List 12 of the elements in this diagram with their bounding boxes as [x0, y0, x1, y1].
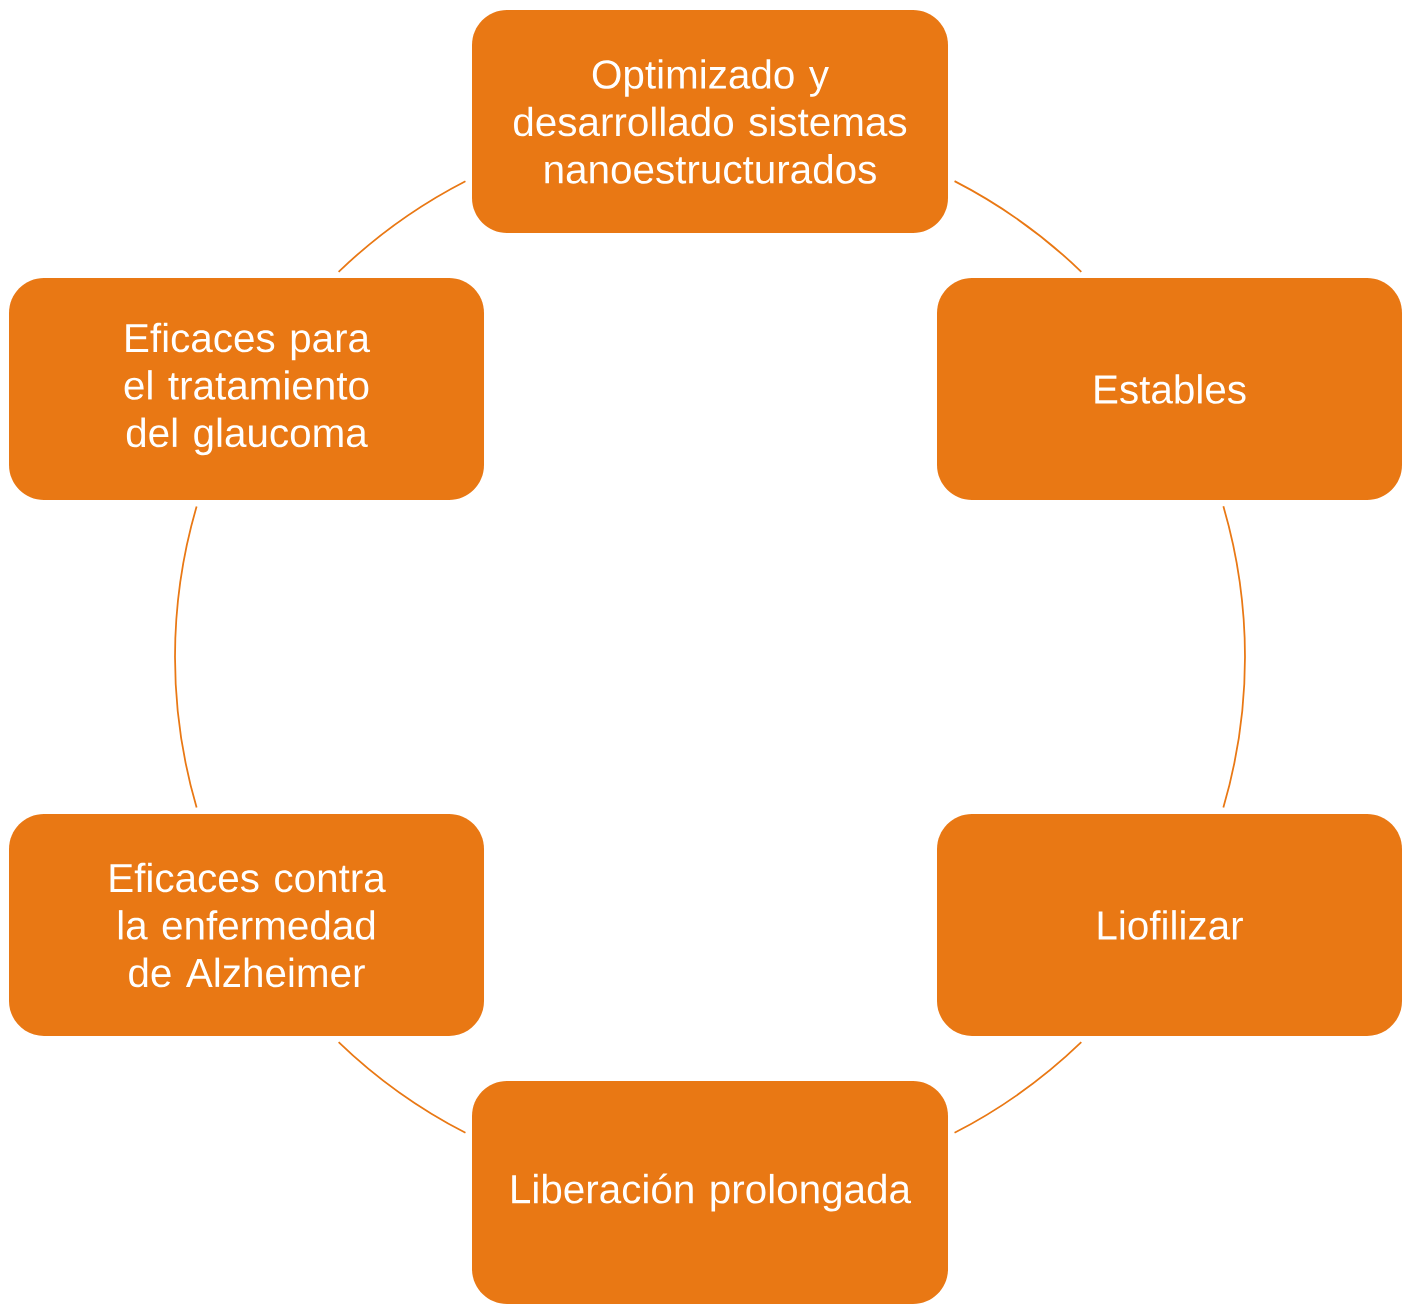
connector-arc [174, 505, 198, 809]
process-box: Liofilizar [937, 814, 1402, 1036]
process-box: Estables [937, 278, 1402, 500]
process-box: Optimizado y desarrollado sistemas nanoestructurados [472, 10, 948, 233]
process-box: Liberación prolongada [472, 1081, 948, 1304]
process-box: Eficaces para el tratamiento del glaucoma [9, 278, 484, 500]
connector-arc [953, 180, 1083, 273]
connector-arc [337, 1041, 467, 1134]
process-box: Eficaces contra la enfermedad de Alzheimer [9, 814, 484, 1036]
connector-arc [337, 180, 467, 273]
connector-arc [953, 1041, 1083, 1134]
connector-arc [1222, 505, 1246, 809]
